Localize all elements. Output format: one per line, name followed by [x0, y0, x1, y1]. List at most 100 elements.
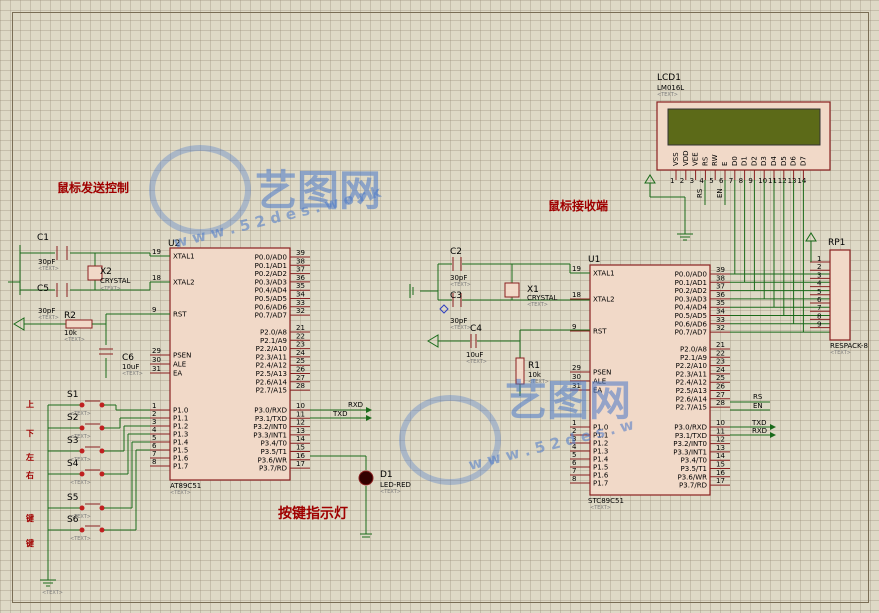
pin-number: 7 [152, 450, 156, 458]
switch-placeholder: <TEXT> [70, 434, 91, 440]
pin-name: P3.2/INT0 [253, 423, 287, 431]
net-arrow-icon [366, 415, 372, 421]
u1-part: STC89C51 [588, 497, 624, 505]
pin-name: XTAL2 [173, 279, 195, 287]
pin-name: XTAL1 [593, 270, 615, 278]
gnd-placeholder: <TEXT> [42, 590, 63, 596]
x1-value: CRYSTAL [527, 294, 558, 302]
pin-name: RST [173, 311, 187, 319]
switch-label: 上 [26, 399, 34, 409]
pin-number: 1 [572, 419, 576, 427]
switch-contact-icon [99, 527, 105, 533]
power-terminal-icon [427, 334, 439, 348]
lcd-pin-number: 2 [680, 177, 684, 185]
pin-name: P0.4/AD4 [255, 287, 288, 295]
x1-crystal[interactable] [504, 282, 520, 298]
switch-ref: S1 [67, 390, 78, 400]
led-section-title: 按键指示灯 [278, 505, 348, 522]
pin-number: 29 [572, 364, 581, 372]
r2-placeholder: <TEXT> [64, 337, 85, 343]
switch-contact-icon [99, 425, 105, 431]
power-terminal-icon [805, 232, 817, 242]
power-terminal-icon [644, 174, 656, 184]
pin-name: PSEN [173, 352, 191, 360]
pin-name: P1.2 [173, 423, 188, 431]
lcd-en-net: EN [716, 188, 724, 198]
lcd-pin-number: 13 [788, 177, 797, 185]
pin-number: 33 [296, 299, 305, 307]
c2-capacitor[interactable] [452, 257, 462, 271]
pin-name: XTAL2 [593, 296, 615, 304]
pin-number: 2 [152, 410, 156, 418]
c1-placeholder: <TEXT> [38, 266, 59, 272]
pin-name: P0.1/AD1 [255, 262, 287, 270]
pin-name: P0.6/AD6 [255, 303, 288, 311]
pin-name: P0.3/AD3 [675, 295, 707, 303]
r1-value: 10k [528, 371, 542, 379]
lcd-pin-name: RW [711, 154, 719, 166]
c1-capacitor[interactable] [56, 246, 68, 260]
pin-number: 10 [716, 419, 725, 427]
u2-chip[interactable] [169, 247, 291, 481]
c4-placeholder: <TEXT> [466, 359, 487, 365]
switch-contact-icon [99, 448, 105, 454]
lcd-pin-number: 5 [709, 177, 713, 185]
u1-rxd-net: RXD [752, 427, 767, 435]
ground-icon [677, 233, 693, 241]
switch-ref: S5 [67, 493, 78, 503]
switch-ref: S3 [67, 436, 78, 446]
pin-number: 9 [572, 323, 576, 331]
pin-name: P2.7/A15 [256, 387, 287, 395]
lcd-pin-name: D3 [760, 156, 768, 166]
pin-number: 4 [572, 443, 577, 451]
ground-icon [40, 579, 56, 587]
switch-contact-icon [99, 505, 105, 511]
c6-value: 10uF [122, 363, 139, 371]
u1-txd-net: TXD [751, 419, 766, 427]
switch-group: S1<TEXT>上S2<TEXT>下S3<TEXT>左S4<TEXT>右S5<T… [25, 390, 150, 548]
c5-capacitor[interactable] [56, 283, 68, 297]
svg-text:艺图网: 艺图网 [505, 376, 631, 425]
pin-number: 28 [296, 382, 305, 390]
switch-contact-icon [99, 471, 105, 477]
rp1-pin-number: 1 [817, 255, 821, 263]
pin-number: 33 [716, 316, 725, 324]
c5-value: 30pF [38, 307, 55, 315]
pin-number: 23 [296, 341, 305, 349]
pin-name: EA [173, 370, 182, 378]
pin-name: P1.3 [173, 431, 188, 439]
pin-name: P3.1/TXD [675, 432, 707, 440]
pin-name: P0.7/AD7 [675, 329, 707, 337]
lcd-pin-name: VEE [692, 152, 700, 166]
pin-name: P2.1/A9 [260, 337, 287, 345]
pin-name: P1.1 [173, 415, 188, 423]
pin-number: 1 [152, 402, 156, 410]
c2-ref: C2 [450, 247, 462, 257]
rp1-respack[interactable] [829, 249, 851, 341]
u2-part: AT89C51 [170, 482, 201, 490]
lcd-pin-name: D5 [780, 156, 788, 166]
x2-crystal[interactable] [87, 265, 103, 281]
pin-name: P0.5/AD5 [675, 312, 707, 320]
c5-placeholder: <TEXT> [38, 315, 59, 321]
pin-number: 8 [152, 458, 156, 466]
net-arrow-icon [770, 424, 776, 430]
lcd1-pins: VSS1VDD2VEE3RS4RW5E6D07D18D29D310D411D51… [670, 150, 830, 333]
switch-ref: S4 [67, 459, 79, 469]
pin-number: 24 [716, 366, 725, 374]
pin-name: P1.4 [173, 439, 189, 447]
u1-chip[interactable] [589, 264, 711, 496]
pin-name: P2.4/A12 [676, 379, 707, 387]
pin-name: ALE [173, 361, 186, 369]
lcd-pin-name: D4 [770, 156, 778, 166]
u2-placeholder: <TEXT> [170, 490, 191, 496]
pin-number: 32 [716, 324, 725, 332]
pin-name: P2.7/A15 [676, 404, 707, 412]
pin-name: P2.5/A13 [256, 370, 287, 378]
pin-number: 17 [296, 460, 305, 468]
d1-led-icon[interactable] [358, 470, 374, 486]
c3-capacitor[interactable] [452, 293, 462, 307]
r2-resistor[interactable] [65, 319, 93, 329]
lcd-pin-number: 10 [758, 177, 767, 185]
